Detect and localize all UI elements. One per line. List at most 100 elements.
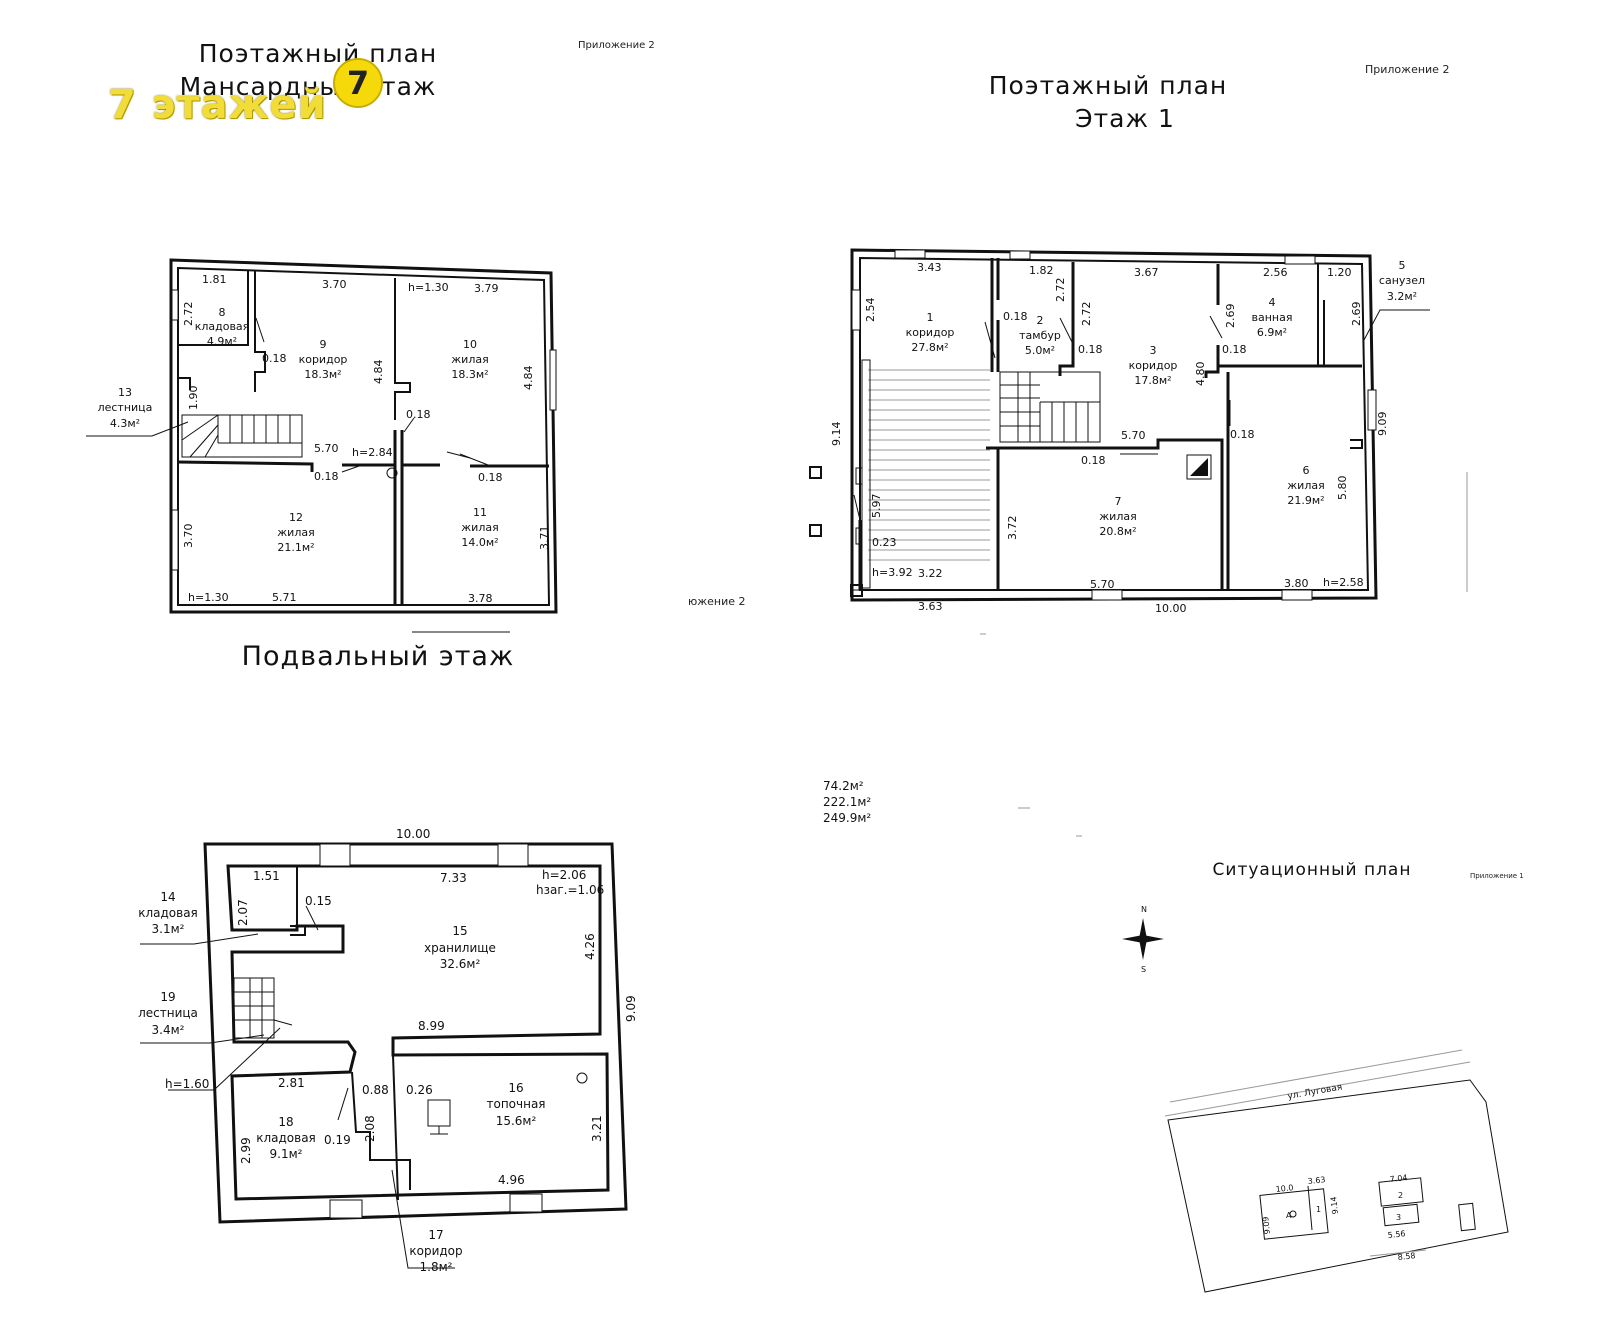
svg-text:27.8м²: 27.8м² — [911, 341, 948, 354]
floor1-window-1 — [894, 249, 926, 259]
svg-text:h=2.84: h=2.84 — [352, 446, 393, 459]
svg-text:12: 12 — [289, 511, 303, 524]
svg-text:3.67: 3.67 — [1134, 266, 1159, 279]
watermark-logo-digit: 7 — [346, 64, 370, 102]
svg-text:2.72: 2.72 — [1054, 278, 1067, 303]
svg-text:0.18: 0.18 — [1078, 343, 1103, 356]
svg-text:2.07: 2.07 — [236, 899, 250, 926]
svg-text:h=1.30: h=1.30 — [408, 281, 449, 294]
site-title: Ситуационный план — [1213, 860, 1412, 880]
floor1-window-right — [1367, 389, 1377, 431]
svg-text:3.70: 3.70 — [182, 524, 195, 549]
svg-text:10.0: 10.0 — [1275, 1183, 1294, 1194]
svg-text:4: 4 — [1269, 296, 1276, 309]
svg-text:5.56: 5.56 — [1387, 1229, 1406, 1240]
svg-text:4.84: 4.84 — [522, 366, 535, 391]
svg-text:0.18: 0.18 — [1230, 428, 1255, 441]
svg-text:9: 9 — [320, 338, 327, 351]
attic-room10-left-wall — [394, 278, 411, 420]
floor1-plan: Поэтажный план Этаж 1 Приложение 2 — [809, 63, 1468, 635]
street-line-2 — [1164, 1061, 1471, 1117]
site-house-porch-line — [1307, 1185, 1313, 1231]
site-building-3 — [1382, 1203, 1420, 1227]
floor1-chimney-fill — [1190, 458, 1208, 476]
floor1-door-4 — [1209, 315, 1223, 339]
site-building-2 — [1378, 1177, 1424, 1207]
site-dimensions: 10.0 3.63 9.14 9.09 А 1 7.04 2 3 5.56 8.… — [1261, 1173, 1416, 1262]
svg-text:5.80: 5.80 — [1336, 476, 1349, 501]
svg-text:3.71: 3.71 — [538, 526, 551, 551]
basement-outer-wall — [203, 842, 628, 1224]
svg-text:9.09: 9.09 — [624, 995, 638, 1022]
floor1-window-bottom-2 — [1281, 589, 1313, 601]
floor1-room-2: 2 тамбур 5.0м² — [1019, 314, 1061, 357]
basement-room-15: 15 хранилище 32.6м² — [424, 924, 496, 971]
basement-room16-left-wall — [392, 1054, 399, 1201]
floor1-pillar-1 — [809, 466, 822, 479]
watermark-text: 7 этажей — [108, 82, 327, 128]
attic-outer-wall — [169, 258, 558, 614]
svg-text:жилая: жилая — [461, 521, 498, 534]
svg-text:6: 6 — [1303, 464, 1310, 477]
svg-text:11: 11 — [473, 506, 487, 519]
attic-title-line2: Мансардный этаж — [180, 72, 437, 101]
basement-boiler-flue — [576, 1072, 588, 1084]
attic-room-8: 8 кладовая 4.9м² — [195, 306, 250, 348]
basement-corridor-17-wall — [351, 1071, 411, 1190]
svg-text:коридор: коридор — [1129, 359, 1178, 372]
svg-text:20.8м²: 20.8м² — [1099, 525, 1136, 538]
svg-text:1.8м²: 1.8м² — [420, 1260, 453, 1274]
basement-title: Подвальный этаж — [242, 641, 515, 672]
site-plan: Ситуационный план Приложение 1 N S ул. Л… — [1122, 860, 1524, 1293]
floor1-porch-post-2 — [855, 467, 863, 485]
basement-room-17: 17 коридор 1.8м² — [409, 1228, 462, 1274]
svg-text:15.6м²: 15.6м² — [496, 1114, 537, 1128]
svg-text:2.69: 2.69 — [1350, 302, 1363, 327]
svg-text:0.18: 0.18 — [406, 408, 431, 421]
attic-dimensions: 1.81 3.70 h=1.30 3.79 2.72 0.18 4.84 4.8… — [182, 273, 551, 605]
svg-text:5.70: 5.70 — [1121, 429, 1146, 442]
svg-text:0.18: 0.18 — [262, 352, 287, 365]
floor1-chimney — [1186, 454, 1212, 480]
floor1-window-2 — [1009, 250, 1031, 260]
svg-text:9.14: 9.14 — [830, 422, 843, 447]
svg-text:10.00: 10.00 — [396, 827, 430, 841]
svg-text:лестница: лестница — [138, 1006, 198, 1020]
svg-text:4.84: 4.84 — [372, 360, 385, 385]
floor1-inner-wall — [859, 256, 1370, 591]
floor1-appendix: Приложение 2 — [1365, 63, 1449, 76]
attic-appendix: Приложение 2 — [578, 40, 655, 51]
attic-title-line1: Поэтажный план — [199, 39, 438, 68]
attic-door-12 — [341, 464, 363, 473]
svg-text:13: 13 — [118, 386, 132, 399]
svg-text:3.80: 3.80 — [1284, 577, 1309, 590]
area-summary-2: 222.1м² — [823, 795, 871, 809]
basement-stair-treads — [234, 978, 293, 1038]
svg-text:топочная: топочная — [486, 1097, 545, 1111]
svg-text:5.0м²: 5.0м² — [1025, 344, 1055, 357]
basement-room-18: 18 кладовая 9.1м² — [256, 1115, 316, 1161]
floor1-porch-step — [853, 494, 861, 521]
street-name: ул. Луговая — [1287, 1082, 1343, 1101]
svg-text:10: 10 — [463, 338, 477, 351]
svg-text:4.26: 4.26 — [583, 933, 597, 960]
attic-room-9: 9 коридор 18.3м² — [299, 338, 348, 381]
svg-text:коридор: коридор — [299, 353, 348, 366]
svg-text:10.00: 10.00 — [1155, 602, 1187, 615]
svg-text:хранилище: хранилище — [424, 941, 496, 955]
svg-text:14: 14 — [160, 890, 175, 904]
floor1-pillar-2 — [809, 524, 822, 537]
floor1-corridor1-right-wall — [990, 258, 1000, 372]
svg-text:жилая: жилая — [1099, 510, 1136, 523]
attic-stair-treads — [181, 414, 302, 458]
svg-text:N: N — [1141, 905, 1147, 914]
floor1-stair-treads — [1000, 372, 1100, 442]
floor1-porch-post-1 — [855, 527, 863, 545]
svg-text:6.9м²: 6.9м² — [1257, 326, 1287, 339]
basement-boiler — [427, 1099, 451, 1127]
svg-text:1: 1 — [927, 311, 934, 324]
svg-text:14.0м²: 14.0м² — [461, 536, 498, 549]
svg-text:0.18: 0.18 — [314, 470, 339, 483]
svg-text:2.72: 2.72 — [1080, 302, 1093, 327]
area-summary: 74.2м² 222.1м² 249.9м² — [823, 779, 871, 825]
